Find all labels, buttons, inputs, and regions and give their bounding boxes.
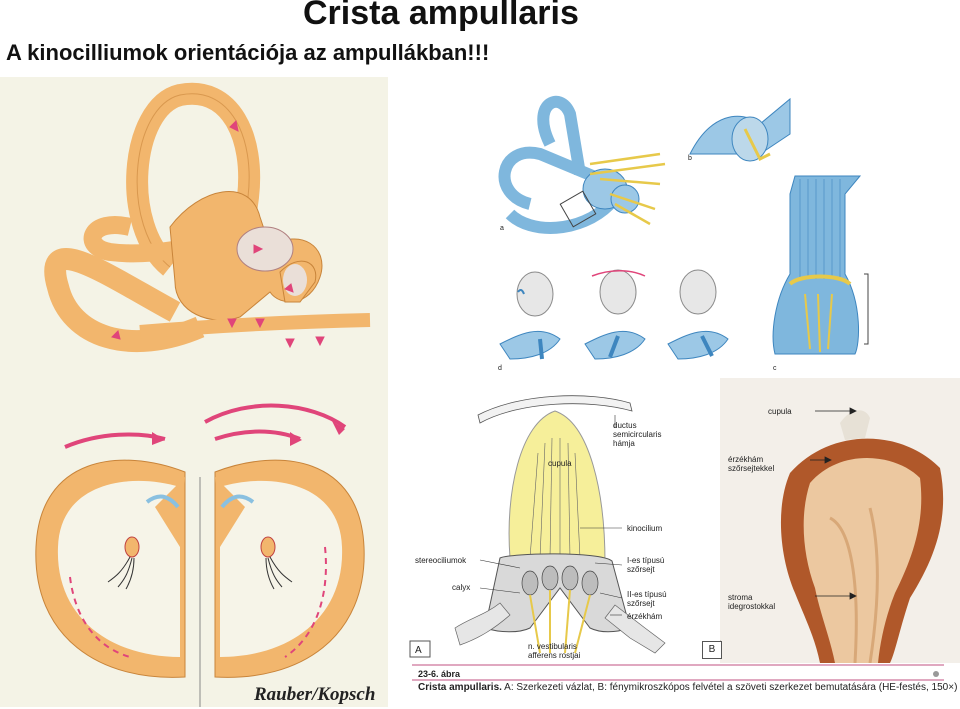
label-calyx: calyx — [452, 583, 470, 592]
ampulla-right — [214, 459, 365, 678]
micro-label-cupula: cupula — [768, 407, 792, 416]
caption-bold: Crista ampullaris. — [418, 682, 502, 693]
canal-illustration: a b c — [498, 95, 869, 372]
label-nerve-2: afferens rostjai — [528, 651, 581, 660]
label-stereocilium: stereociliumok — [415, 556, 467, 565]
caption-text: Crista ampullaris. A: Szerkezeti vázlat,… — [418, 682, 957, 693]
ampulla-sections: d — [498, 330, 729, 372]
caption-body: A: Szerkezeti vázlat, B: fénymikroszkópo… — [501, 682, 958, 693]
micro-label-stroma-1: stroma — [728, 593, 753, 602]
label-ductus-3: hámja — [613, 439, 635, 448]
crista-scheme: ductus semicircularis hámja cupula kinoc… — [409, 395, 667, 660]
figure-caption: 23-6. ábra Crista ampullaris. A: Szerkez… — [412, 664, 957, 704]
ampulla-left — [35, 459, 186, 678]
label-ductus-2: semicircularis — [613, 430, 661, 439]
labyrinth-orientation-panel: Rauber/Kopsch — [0, 77, 388, 707]
labyrinth-illustration — [35, 82, 371, 707]
label-cupula: cupula — [548, 459, 572, 468]
label-erzekham: érzékhám — [627, 612, 662, 621]
label-type2-1: II-es típusú — [627, 590, 667, 599]
caption-figure-no: 23-6. ábra — [418, 669, 461, 679]
micro-label-erzekham-2: szőrsejtekkel — [728, 464, 774, 473]
labyrinth-blue: a — [498, 95, 666, 234]
label-b: b — [688, 155, 692, 162]
illustration-credit: Rauber/Kopsch — [254, 684, 376, 705]
panel-letter-b: B — [702, 641, 722, 659]
label-a: a — [500, 225, 504, 232]
caption-lines: 23-6. ábra — [412, 664, 944, 681]
histology-image: cupula érzékhám szőrsejtekkel stroma ide… — [720, 378, 960, 663]
micro-label-erzekham-1: érzékhám — [728, 455, 763, 464]
page-subtitle: A kinocilliumok orientációja az ampullák… — [6, 40, 490, 65]
label-ductus-1: ductus — [613, 421, 637, 430]
panel-letter-a: A — [415, 645, 422, 656]
cupula-closeup: c — [772, 175, 869, 372]
semicircular-canal-panel: a b c — [490, 84, 870, 376]
page-title: Crista ampullaris — [303, 0, 579, 32]
label-d: d — [498, 365, 502, 372]
flow-arrows — [64, 403, 347, 449]
histology-panel: cupula érzékhám szőrsejtekkel stroma ide… — [720, 378, 960, 663]
head-icons — [516, 269, 717, 317]
label-type2-2: szőrsejt — [627, 599, 655, 608]
ampulla-closeup: b — [688, 97, 791, 162]
crista-scheme-panel: ductus semicircularis hámja cupula kinoc… — [400, 383, 725, 663]
label-type1-2: szőrsejt — [627, 565, 655, 574]
label-kinocilium: kinocilium — [627, 524, 662, 533]
label-type1-1: I-es típusú — [627, 556, 664, 565]
membranous-labyrinth-drawing — [44, 82, 371, 352]
micro-label-stroma-2: idegrostokkal — [728, 602, 775, 611]
label-nerve-1: n. vestibularis — [528, 642, 577, 651]
label-c: c — [773, 365, 777, 372]
